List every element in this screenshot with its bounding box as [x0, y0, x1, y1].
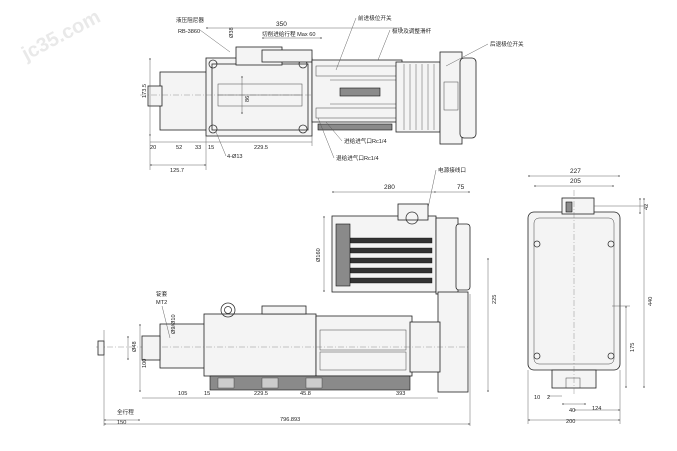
side-view: 227 205 42 440 175 10 2 40 124 200	[527, 168, 654, 425]
dim-15: 15	[208, 145, 214, 151]
front-spindle-housing	[159, 323, 207, 369]
dim-20: 20	[150, 145, 156, 151]
dim-75: 75	[457, 184, 465, 191]
dim-205: 205	[570, 178, 581, 185]
label-damper-model: RB-3860	[178, 29, 200, 35]
label-back-switch: 后退极位开关	[490, 40, 524, 48]
label-damper: 液压阻尼器	[176, 16, 204, 24]
label-adjust-rod: 极块及调整滑杆	[392, 27, 432, 35]
label-fwd-switch: 前进极位开关	[358, 14, 392, 22]
top-rear-cap	[159, 71, 209, 131]
label-power: 电源接线口	[438, 166, 466, 174]
dim-33: 33	[195, 145, 201, 151]
dim-280: 280	[384, 184, 395, 191]
dim-42: 42	[644, 204, 650, 210]
dim-105: 105	[178, 391, 187, 397]
dim-229-5: 229.5	[254, 145, 268, 151]
watermark: jc35.com	[17, 6, 104, 66]
top-motor-fins	[403, 64, 435, 130]
dim-350: 350	[276, 21, 287, 28]
label-fwd-air: 进给进气口Rc1/4	[344, 137, 387, 145]
dim-175: 175	[630, 343, 636, 352]
dim-393: 393	[396, 391, 405, 397]
dim-2: 2	[547, 395, 550, 401]
dim-front-229-5: 229.5	[254, 391, 268, 397]
dim-front-15: 15	[204, 391, 210, 397]
dim-440: 440	[648, 297, 654, 306]
label-back-air: 退给进气口Rc1/4	[336, 154, 379, 162]
dim-796: 796.893	[280, 417, 300, 423]
label-spindle: 锭套	[156, 290, 168, 298]
dim-52: 52	[176, 145, 182, 151]
dim-40: 40	[569, 408, 575, 414]
dim-100: 100	[142, 359, 148, 368]
dim-45-8: 45.8	[300, 391, 311, 397]
dim-small: Ø9/Ø10	[171, 314, 177, 334]
label-taper: MT2	[156, 300, 167, 306]
dim-225: 225	[492, 295, 498, 304]
dim-160: Ø160	[316, 248, 322, 262]
label-full-stroke: 全行程	[117, 408, 134, 416]
dim-200: 200	[566, 419, 575, 425]
dim-holes: 4-Ø13	[227, 154, 243, 160]
dim-48: Ø48	[132, 341, 138, 352]
dim-125-7: 125.7	[170, 168, 184, 174]
dim-dia38: Ø38	[229, 27, 235, 38]
dim-86: 86	[245, 96, 251, 102]
label-stroke: 切削进给行程 Max 60	[262, 30, 315, 38]
top-view: 350 切削进给行程 Max 60 液压阻尼器 RB-3860 Ø38 前进极位…	[140, 14, 524, 174]
dim-10: 10	[534, 395, 540, 401]
dim-150: 150	[117, 420, 126, 426]
dim-173-5: 173.5	[142, 84, 148, 98]
front-view: 280 75 电源接线口 Ø160 225 锭套 MT2 Ø9/Ø10 Ø48 …	[96, 166, 498, 426]
dim-124: 124	[592, 406, 601, 412]
front-motor-fins	[349, 237, 433, 284]
dim-227: 227	[570, 168, 581, 175]
